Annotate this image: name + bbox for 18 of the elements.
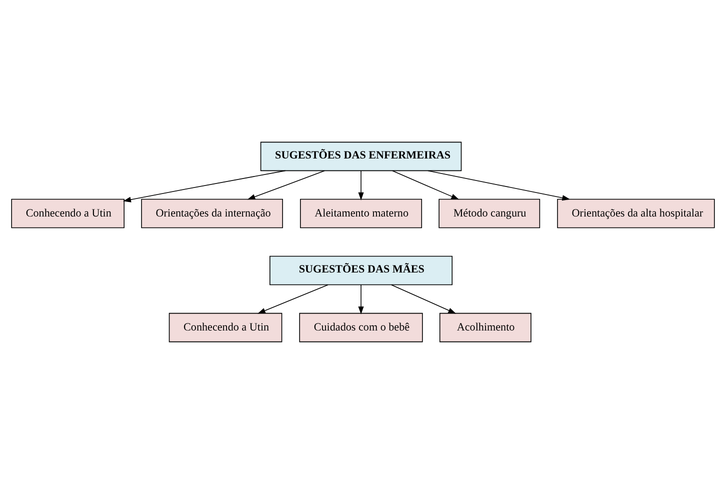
arrow <box>428 170 570 200</box>
arrow <box>391 284 456 314</box>
node-box: Conhecendo a Utin <box>11 198 125 228</box>
node-box: SUGESTÕES DAS MÃES <box>270 255 453 285</box>
arrow <box>358 170 364 200</box>
node-box: SUGESTÕES DAS ENFERMEIRAS <box>260 141 462 171</box>
arrow <box>392 170 460 200</box>
arrow <box>358 284 364 314</box>
node-box: Cuidados com o bebê <box>299 312 423 342</box>
node-box: Orientações da internação <box>141 198 283 228</box>
node-box: Método canguru <box>438 198 540 228</box>
node-box: Conhecendo a Utin <box>168 312 282 342</box>
node-box: Aleitamento materno <box>300 198 422 228</box>
node-box: Acolhimento <box>439 312 532 342</box>
node-box: Orientações da alta hospitalar <box>557 198 715 228</box>
arrow <box>257 284 328 314</box>
arrow <box>247 170 325 200</box>
arrow <box>123 170 286 202</box>
